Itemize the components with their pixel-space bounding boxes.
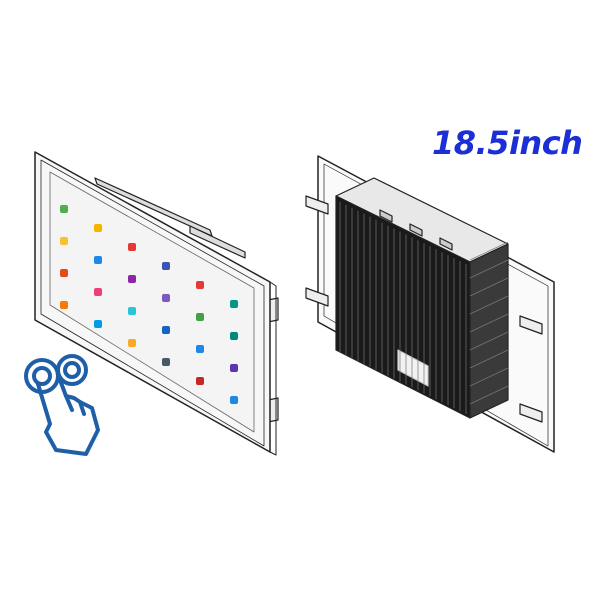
app-icon <box>128 307 136 315</box>
heatsink-side-fin <box>469 385 509 405</box>
heatsink-fins <box>339 202 509 414</box>
front-view-monitor <box>34 151 279 456</box>
app-icon <box>230 332 238 340</box>
app-icon <box>60 269 68 277</box>
app-icon <box>162 358 170 366</box>
app-icon <box>94 224 102 232</box>
app-icon <box>230 364 238 372</box>
two-finger-tap-icon <box>24 354 100 456</box>
app-icon <box>128 339 136 347</box>
app-icon <box>162 262 170 270</box>
app-icon <box>128 275 136 283</box>
app-icon <box>230 396 238 404</box>
app-icon <box>94 256 102 264</box>
heatsink-side-fin <box>469 331 509 351</box>
app-icon <box>60 301 68 309</box>
app-icon <box>196 313 204 321</box>
app-icon <box>162 294 170 302</box>
app-icon <box>196 281 204 289</box>
heatsink-side-fin <box>469 349 509 369</box>
app-icon <box>94 288 102 296</box>
heatsink-side-fin <box>469 295 509 315</box>
app-icon <box>94 320 102 328</box>
app-icon <box>196 377 204 385</box>
screen-app-grid <box>60 205 238 404</box>
heatsink-side-fin <box>469 277 509 297</box>
heatsink-side-fin <box>469 313 509 333</box>
app-icon <box>230 300 238 308</box>
app-icon <box>60 237 68 245</box>
app-icon <box>128 243 136 251</box>
app-icon <box>60 205 68 213</box>
heatsink-side-fin <box>469 259 509 279</box>
heatsink-side-fin <box>469 241 509 261</box>
app-icon <box>196 345 204 353</box>
screen-size-label: 18.5inch <box>432 124 583 162</box>
heatsink-side-fin <box>469 367 509 387</box>
app-icon <box>162 326 170 334</box>
